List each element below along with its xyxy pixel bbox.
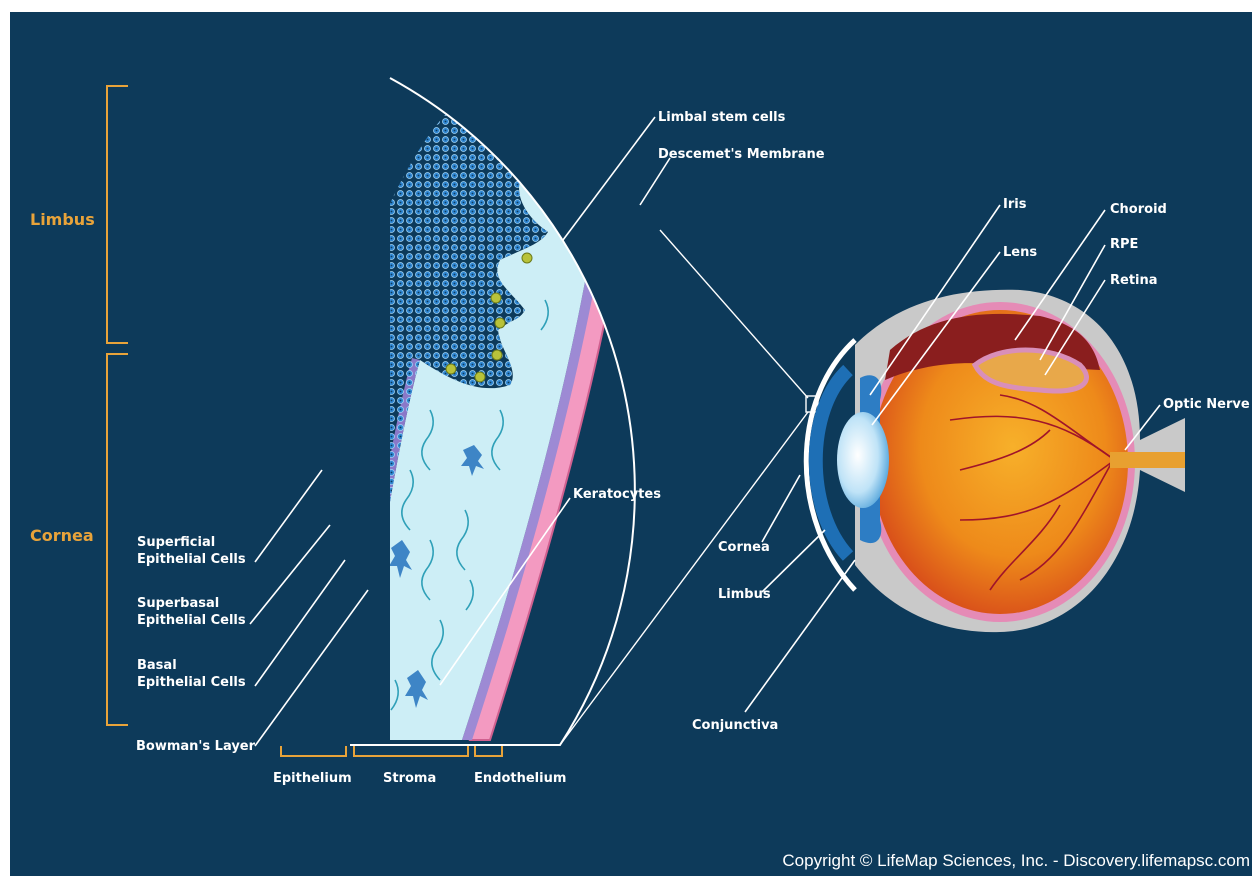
limbus-label: Limbus xyxy=(718,587,771,602)
basal-label-line2: Epithelial Cells xyxy=(137,675,246,690)
descemet-label: Descemet's Membrane xyxy=(658,147,825,162)
rpe-label: RPE xyxy=(1110,237,1138,252)
limbal-stem-cells-label: Limbal stem cells xyxy=(658,110,786,125)
copyright-text: Copyright © LifeMap Sciences, Inc. - Dis… xyxy=(782,851,1250,870)
cornea-bracket-label: Cornea xyxy=(30,526,94,545)
basal-label-line1: Basal xyxy=(137,658,177,673)
lens xyxy=(837,412,889,508)
keratocytes-label: Keratocytes xyxy=(573,487,661,502)
optic-nerve-label: Optic Nerve xyxy=(1163,397,1250,412)
optic-nerve xyxy=(1110,452,1185,468)
choroid-label: Choroid xyxy=(1110,202,1167,217)
cornea-label: Cornea xyxy=(718,540,770,555)
retina-label: Retina xyxy=(1110,273,1158,288)
superbasal-label-line2: Epithelial Cells xyxy=(137,613,246,628)
endothelium-label: Endothelium xyxy=(474,771,566,786)
stroma-label: Stroma xyxy=(383,771,436,786)
iris-label: Iris xyxy=(1003,197,1027,212)
superbasal-label-line1: Superbasal xyxy=(137,596,219,611)
superficial-label-line1: Superficial xyxy=(137,535,215,550)
superficial-label-line2: Epithelial Cells xyxy=(137,552,246,567)
bowman-layer-label: Bowman's Layer xyxy=(136,739,256,754)
epithelium-label: Epithelium xyxy=(273,771,352,786)
lens-label: Lens xyxy=(1003,245,1037,260)
limbus-bracket-label: Limbus xyxy=(30,210,95,229)
conjunctiva-label: Conjunctiva xyxy=(692,718,778,733)
